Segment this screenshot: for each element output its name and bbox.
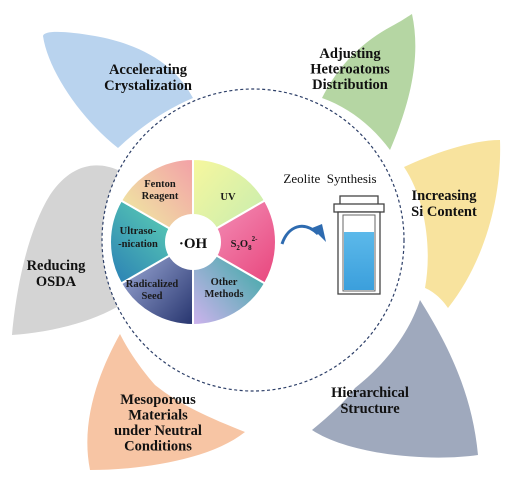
petal-label-line: under Neutral: [114, 423, 202, 439]
petal-label-line: Reducing: [27, 258, 87, 274]
wheel-sector-ultrasonication: [109, 199, 195, 285]
sector-label-line: Radicalized: [126, 279, 179, 290]
petal-label-line: Structure: [340, 401, 400, 417]
petal-label-line: Mesoporous: [120, 392, 196, 408]
petal-label-line: Distribution: [312, 77, 388, 93]
sector-label-persulfate: S2O82-: [231, 235, 259, 252]
petal-label-line: Si Content: [411, 204, 477, 220]
petal-si-content: [404, 140, 501, 308]
zeolite-synthesis-label: Zeolite Synthesis: [283, 171, 376, 186]
petal-label-line: Conditions: [124, 439, 192, 455]
sector-label-line: Other: [211, 277, 238, 288]
wheel-hub: [165, 214, 221, 270]
petal-mesoporous: [87, 334, 245, 470]
curved-arrow-icon: [280, 224, 320, 245]
arrow-head-icon: [312, 224, 326, 242]
sector-label-part: 8: [248, 244, 252, 252]
sector-label-part: 2-: [252, 235, 259, 243]
petal-label-line: OSDA: [36, 274, 77, 290]
petal-label-line: Adjusting: [319, 46, 381, 62]
petal-hierarchical: [312, 300, 478, 458]
sector-label-part: O: [240, 239, 248, 250]
sector-label-part: 2: [236, 244, 240, 252]
sector-label-line: Methods: [204, 289, 243, 300]
sector-label-ultrasonication: Ultraso- -nication: [118, 226, 158, 250]
petal-heteroatoms: [322, 14, 416, 150]
petal-label-line: Hierarchical: [331, 385, 409, 401]
autoclave-vessel-icon: [333, 195, 385, 295]
sector-label-line: Reagent: [142, 191, 179, 202]
wheel-sector-persulfate: [191, 199, 277, 285]
petal-label-line: Heteroatoms: [310, 62, 390, 78]
hydroxyl-radical-label: ·OH: [179, 236, 208, 252]
sector-label-line: Fenton: [144, 179, 176, 190]
sector-label-line: -nication: [118, 239, 158, 250]
petal-osda: [12, 165, 128, 335]
sector-label-line: Ultraso-: [120, 226, 157, 237]
sector-label-uv: UV: [220, 192, 236, 203]
petal-label-line: Increasing: [412, 188, 478, 204]
sector-label-part: S: [231, 239, 237, 250]
petal-label-line: Accelerating: [109, 62, 188, 78]
petal-label-line: Materials: [128, 408, 188, 424]
sector-label-line: UV: [220, 192, 236, 203]
petal-label-line: Crystalization: [104, 78, 192, 94]
sector-label-line: Seed: [142, 291, 163, 302]
petal-accelerating: [43, 31, 193, 148]
